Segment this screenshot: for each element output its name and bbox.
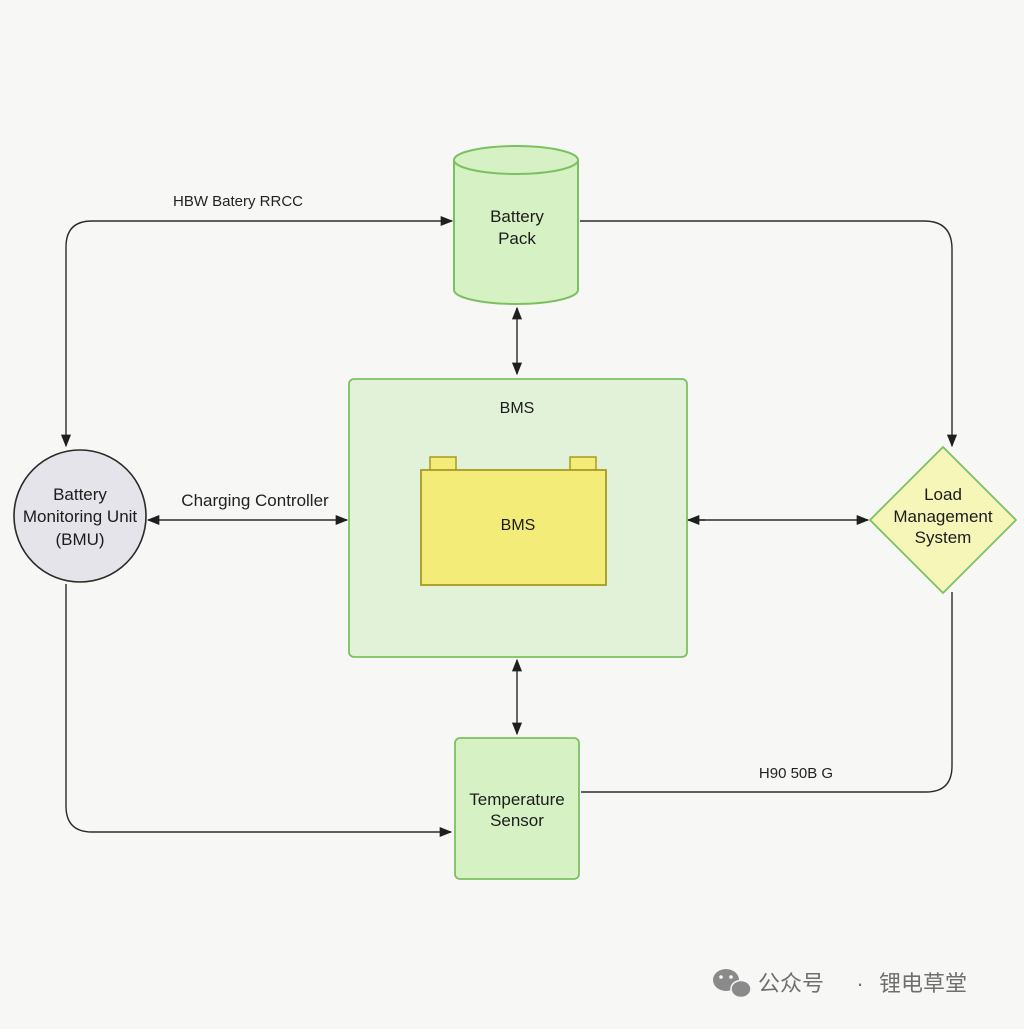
bms-battery-label: BMS <box>501 517 536 534</box>
edge-bmu-to-sensor <box>65 584 453 838</box>
battery-terminal-left <box>429 456 457 472</box>
bmu-label-line1: Battery <box>53 485 107 504</box>
battery-pack-label-line2: Pack <box>498 229 536 248</box>
load-management-node: Load Management System <box>869 446 1017 594</box>
edge-label-top-left: HBW Batery RRCC <box>173 193 303 210</box>
sensor-label-line2: Sensor <box>490 811 544 830</box>
battery-terminal-right <box>569 456 597 472</box>
watermark-name: 锂电草堂 <box>879 971 967 996</box>
load-label-line2: Management <box>893 507 993 526</box>
load-label-line1: Load <box>924 485 962 504</box>
edge-pack-to-load <box>580 220 958 448</box>
edge-label-bottom-right: H90 50B G <box>759 765 833 782</box>
sensor-label-line1: Temperature <box>469 790 564 809</box>
watermark-separator: · <box>856 971 863 996</box>
bmu-label-line3: (BMU) <box>55 530 104 549</box>
edge-pack-to-bmu <box>60 215 454 448</box>
battery-pack-node: Battery Pack <box>453 145 579 305</box>
wechat-icon <box>713 969 752 999</box>
battery-pack-label-line1: Battery <box>490 207 544 226</box>
temperature-sensor-node: Temperature Sensor <box>454 737 580 880</box>
watermark-prefix: 公众号 <box>758 971 824 996</box>
edge-label-charging: Charging Controller <box>181 491 329 510</box>
bmu-node: Battery Monitoring Unit (BMU) <box>13 449 147 583</box>
bmu-label-line2: Monitoring Unit <box>23 507 138 526</box>
watermark: 公众号 · 锂电草堂 <box>713 969 967 999</box>
bms-battery-node: BMS <box>420 456 607 586</box>
bms-container-label: BMS <box>500 400 535 417</box>
edge-load-to-sensor <box>581 592 953 793</box>
load-label-line3: System <box>915 528 972 547</box>
